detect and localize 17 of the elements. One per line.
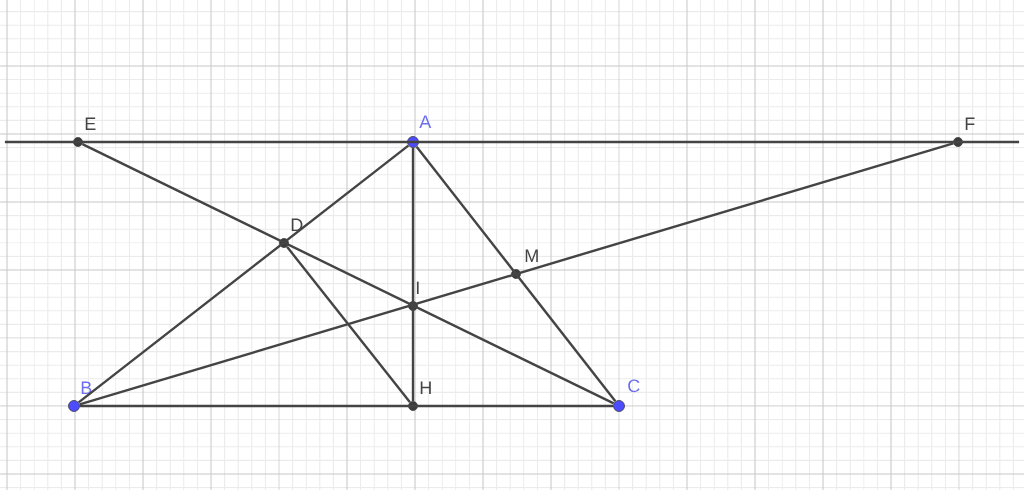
- line-segment: [286, 246, 411, 403]
- point-label: E: [85, 117, 96, 130]
- line-segment: [79, 142, 954, 406]
- line-segment: [79, 404, 614, 408]
- point-label: D: [291, 218, 303, 231]
- line-segment: [411, 147, 415, 402]
- point-label: I: [416, 281, 419, 294]
- point-label: F: [965, 117, 975, 130]
- point-label: H: [420, 381, 431, 394]
- line-segment: [77, 144, 410, 404]
- point-label: C: [628, 379, 640, 393]
- line-segment: [415, 145, 617, 403]
- point-label: M: [525, 249, 538, 262]
- line-segment: [4, 140, 1020, 144]
- point-label: A: [419, 115, 432, 128]
- point-label: B: [81, 381, 92, 394]
- line-segment: [81, 143, 615, 405]
